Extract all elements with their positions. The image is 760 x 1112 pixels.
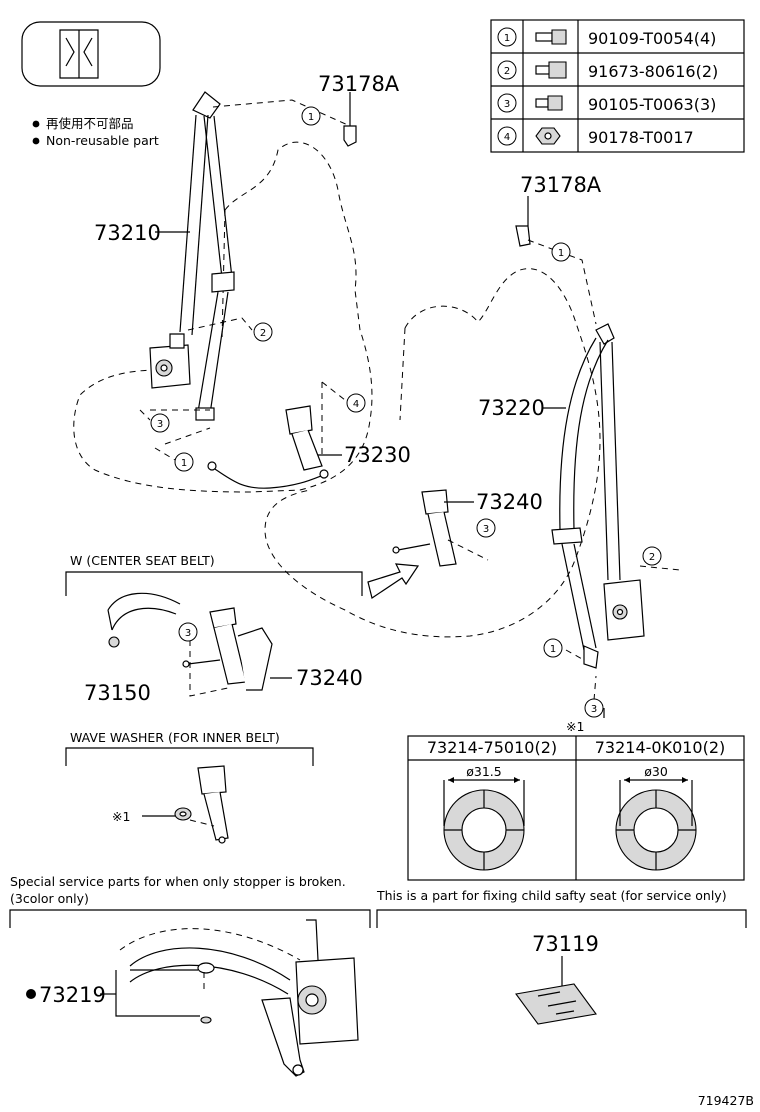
ref-circle: 3 [476, 518, 496, 538]
part-number: 90109-T0054(4) [588, 29, 716, 48]
ref-mark: ※1 [566, 719, 584, 734]
vehicle-locator-icon [21, 21, 161, 87]
direction-arrow-icon [367, 563, 420, 599]
svg-text:1: 1 [550, 644, 556, 655]
svg-text:1: 1 [308, 112, 314, 123]
special-service-note-line1: Special service parts for when only stop… [10, 874, 346, 889]
legend-jp-label: 再使用不可部品 [46, 116, 134, 131]
special-service-note-line2: (3color only) [10, 891, 89, 906]
washer-header: 73214-0K010(2) [595, 738, 726, 757]
parts-table-row: 3 90105-T0063(3) [497, 93, 716, 114]
part-label-73178A-right: 73178A [520, 173, 602, 197]
right-seat-outline [264, 268, 601, 638]
parts-table-row: 1 90109-T0054(4) [497, 27, 716, 48]
row-number: 1 [504, 33, 510, 44]
svg-text:3: 3 [483, 524, 489, 535]
washer-icon [443, 777, 525, 871]
callout-lines-right [527, 196, 681, 718]
bolt-icon [535, 95, 563, 111]
center-seat-belt-panel: W (CENTER SEAT BELT) [65, 553, 363, 697]
svg-text:1: 1 [558, 248, 564, 259]
washer-header: 73214-75010(2) [427, 738, 557, 757]
non-reusable-dot-icon [32, 137, 40, 145]
flange-bolt-icon [535, 61, 567, 79]
part-label-73230: 73230 [344, 443, 411, 467]
ref-circle: 3 [178, 622, 198, 642]
outer-seat-belt-73210 [149, 91, 235, 421]
ref-mark: ※1 [112, 809, 130, 824]
part-number: 90105-T0063(3) [588, 95, 716, 114]
special-service-panel: Special service parts for when only stop… [9, 874, 371, 1077]
legend-en-label: Non-reusable part [46, 133, 159, 148]
legend: 再使用不可部品 Non-reusable part [32, 116, 159, 148]
inner-buckle [197, 765, 229, 844]
child-seat-note: This is a part for fixing child safty se… [376, 888, 727, 903]
row-number: 2 [504, 66, 510, 77]
washer-size-table: 73214-75010(2) 73214-0K010(2) ø31.5 ø30 [407, 735, 745, 881]
svg-text:3: 3 [185, 628, 191, 639]
diagram-id: 719427B [698, 1093, 754, 1108]
retractor-icon [603, 579, 645, 641]
center-belt-73150 [107, 592, 181, 648]
bolt-icon [535, 29, 567, 45]
child-seat-panel: This is a part for fixing child safty se… [376, 888, 747, 1025]
parts-table: 1 90109-T0054(4) 2 91673-80616(2) 3 9010 [490, 19, 745, 153]
stopper-73219 [197, 962, 215, 1024]
svg-text:2: 2 [260, 328, 266, 339]
part-label-73210: 73210 [94, 221, 161, 245]
non-reusable-dot-icon [26, 989, 36, 999]
ref-circle: 1 [551, 242, 571, 262]
washer-diameter: ø31.5 [466, 764, 501, 779]
ref-circle: 3 [584, 698, 604, 718]
part-label-73150: 73150 [84, 681, 151, 705]
part-number: 91673-80616(2) [588, 62, 718, 81]
part-label-73220: 73220 [478, 396, 545, 420]
part-number: 90178-T0017 [588, 128, 694, 147]
svg-text:4: 4 [353, 399, 359, 410]
ref-circle: 1 [301, 106, 321, 126]
non-reusable-dot-icon [32, 120, 40, 128]
washer-diameter: ø30 [644, 764, 668, 779]
outer-seat-belt-73220 [551, 323, 645, 669]
ref-circle: 3 [150, 413, 170, 433]
left-seat-outline [73, 141, 373, 493]
row-number: 4 [504, 132, 510, 143]
part-label-73178A-top: 73178A [318, 72, 400, 96]
svg-text:3: 3 [591, 704, 597, 715]
wave-washer-icon [174, 807, 192, 821]
ref-circle: 1 [543, 638, 563, 658]
parts-table-row: 2 91673-80616(2) [497, 60, 718, 81]
clip-73178A-top [343, 125, 357, 147]
center-buckle-73240 [182, 607, 273, 691]
parts-table-row: 4 90178-T0017 [497, 126, 694, 147]
callout-lines-left [139, 92, 351, 461]
child-seat-anchor-73119 [515, 983, 597, 1025]
retractor-icon [149, 333, 191, 389]
part-label-73219: 73219 [39, 983, 106, 1007]
part-label-73240: 73240 [476, 490, 543, 514]
buckle-73240 [392, 489, 489, 567]
belt-assembly [119, 919, 359, 1077]
section-title-center-belt: W (CENTER SEAT BELT) [70, 553, 215, 568]
svg-text:3: 3 [157, 419, 163, 430]
ref-circle: 2 [642, 546, 662, 566]
svg-text:2: 2 [649, 552, 655, 563]
ref-circle: 4 [346, 393, 366, 413]
svg-text:1: 1 [181, 458, 187, 469]
ref-circle: 1 [174, 452, 194, 472]
wave-washer-panel: WAVE WASHER (FOR INNER BELT) [65, 730, 314, 844]
nut-icon [535, 127, 561, 145]
row-number: 3 [504, 99, 510, 110]
ref-circle: 2 [253, 322, 273, 342]
part-label-73119: 73119 [532, 932, 599, 956]
clip-73178A-right [515, 225, 531, 247]
section-title-wave-washer: WAVE WASHER (FOR INNER BELT) [70, 730, 280, 745]
part-label-73240-center: 73240 [296, 666, 363, 690]
buckle-73230 [207, 405, 329, 489]
washer-icon [615, 777, 697, 871]
